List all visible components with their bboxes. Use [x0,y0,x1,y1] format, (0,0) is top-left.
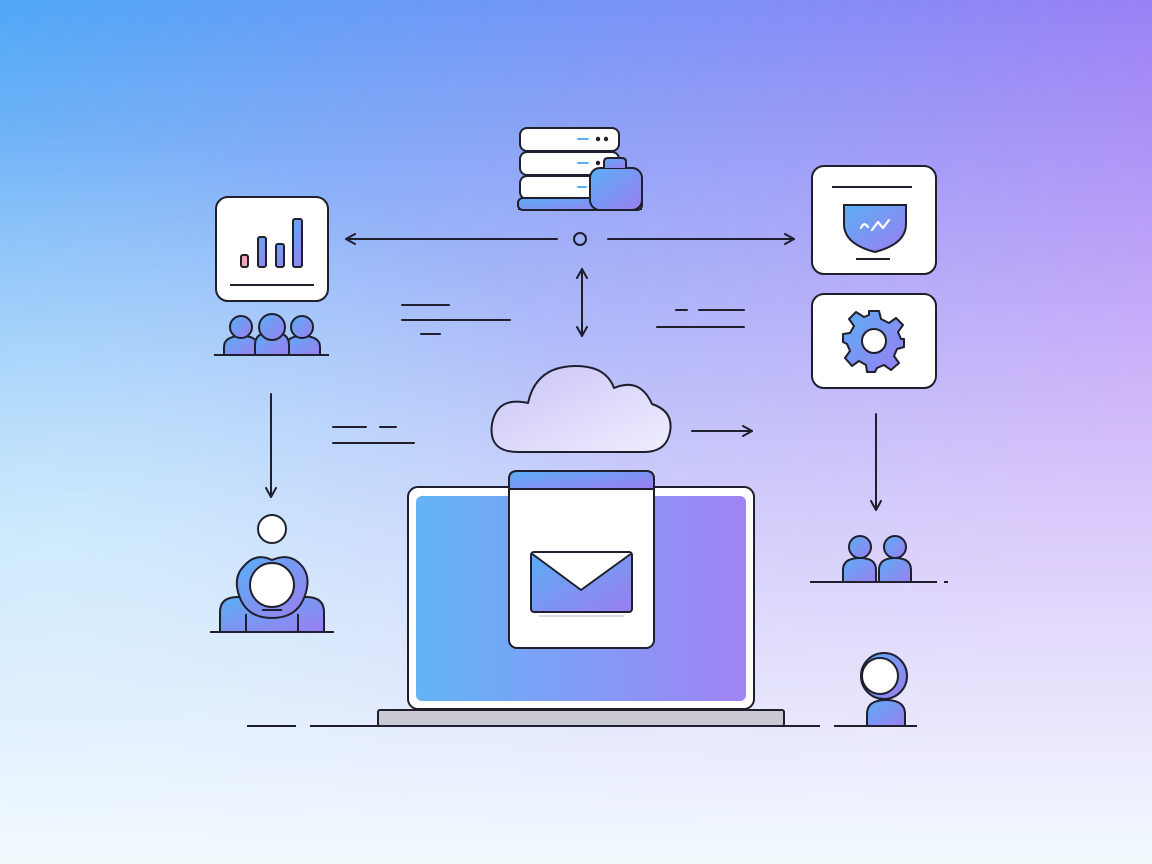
cloud-icon [490,365,672,453]
server-stack-icon [517,127,643,211]
single-user-icon [834,652,917,727]
gear-icon [842,310,905,373]
motion-lines [332,304,745,444]
chart-bar [275,243,285,268]
email-document-icon [508,470,655,649]
connection-arrows [265,233,882,511]
team-group-icon [214,313,329,356]
chart-bar [257,236,267,268]
security-shield-card [811,165,937,275]
user-pair-icon [810,535,948,583]
shield-icon [843,204,907,254]
analytics-chart-card [215,196,329,302]
settings-gear-card [811,293,937,389]
support-agent-icon [210,514,334,633]
chart-bar [292,218,303,268]
hub-node-icon [573,232,587,246]
chart-bar [240,254,249,268]
